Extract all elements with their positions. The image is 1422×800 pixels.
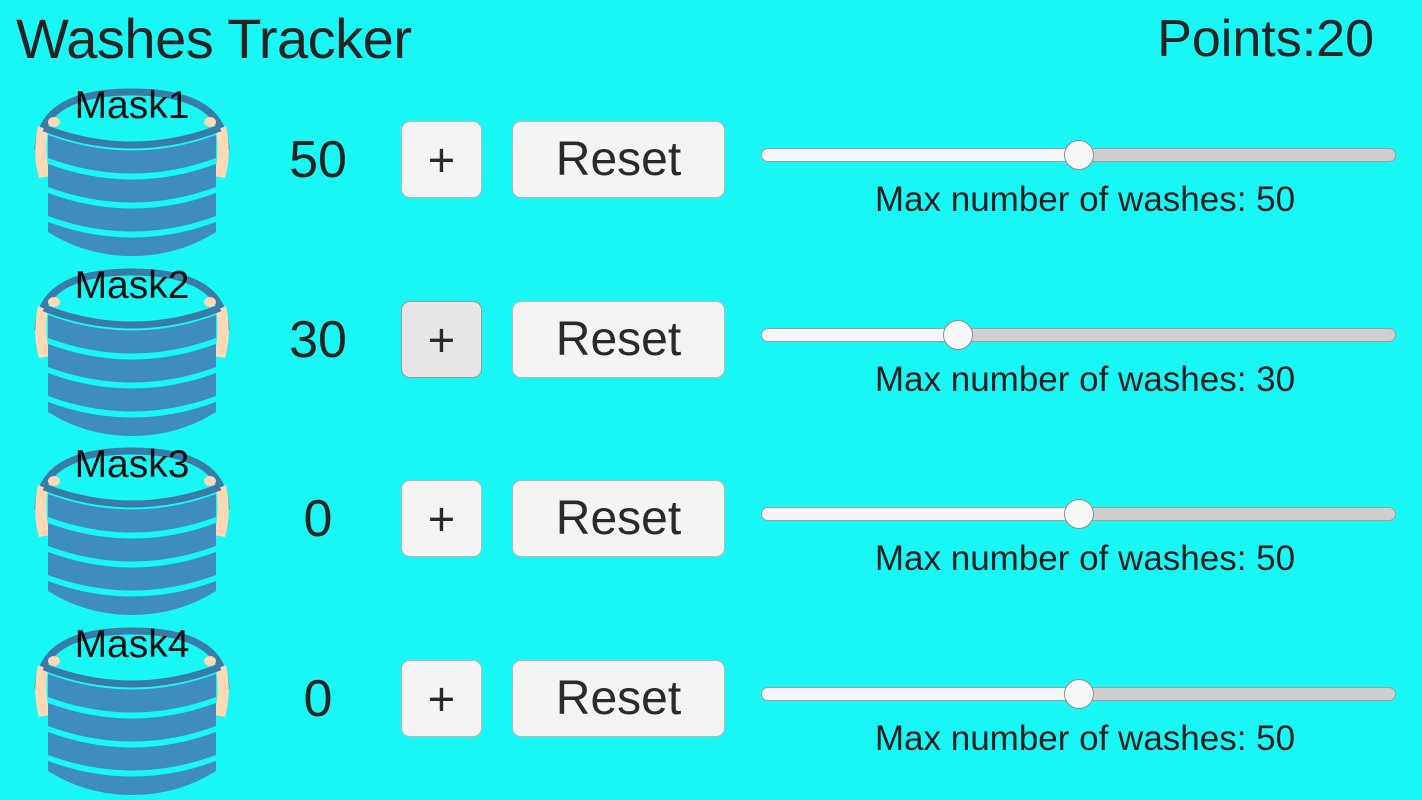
reset-button[interactable]: Reset xyxy=(512,480,725,557)
wash-count-value: 30 xyxy=(289,311,347,369)
wash-count-value: 50 xyxy=(289,131,347,189)
wash-count-value: 0 xyxy=(303,490,333,548)
slider-fill xyxy=(762,149,1079,161)
increment-button[interactable]: + xyxy=(401,121,482,198)
slider-thumb[interactable] xyxy=(1063,140,1094,170)
slider-fill xyxy=(762,329,959,341)
max-washes-caption: Max number of washes: 50 xyxy=(874,539,1296,578)
max-washes-slider-cell: Max number of washes: 30 xyxy=(755,258,1415,437)
slider-thumb[interactable] xyxy=(1063,679,1094,709)
mask-row: Mask2 30 + Reset Max number of washes: 3… xyxy=(0,258,1422,437)
max-washes-slider-cell: Max number of washes: 50 xyxy=(755,78,1415,257)
max-washes-slider-track[interactable] xyxy=(761,328,1396,342)
mask-icon-cell: Mask1 xyxy=(8,78,256,257)
max-washes-caption: Max number of washes: 50 xyxy=(874,180,1296,219)
max-washes-slider-cell: Max number of washes: 50 xyxy=(755,617,1415,796)
slider-fill xyxy=(762,508,1079,520)
reset-button[interactable]: Reset xyxy=(512,301,725,378)
slider-fill xyxy=(762,688,1079,700)
max-washes-caption: Max number of washes: 30 xyxy=(874,360,1296,399)
face-mask-icon xyxy=(34,268,230,436)
mask-icon-cell: Mask3 xyxy=(8,437,256,616)
face-mask-icon xyxy=(34,447,230,615)
max-washes-slider-cell: Max number of washes: 50 xyxy=(755,437,1415,616)
face-mask-icon xyxy=(34,627,230,795)
mask-row: Mask4 0 + Reset Max number of washes: 50 xyxy=(0,617,1422,796)
page-title: Washes Tracker xyxy=(16,7,412,70)
increment-button[interactable]: + xyxy=(401,660,482,737)
slider-thumb[interactable] xyxy=(942,320,973,350)
increment-button[interactable]: + xyxy=(401,480,482,557)
wash-count-value: 0 xyxy=(303,670,333,728)
points-counter: Points:20 xyxy=(1157,10,1374,68)
mask-row: Mask3 0 + Reset Max number of washes: 50 xyxy=(0,437,1422,616)
mask-row: Mask1 50 + Reset Max number of washes: 5… xyxy=(0,78,1422,257)
app-header: Washes Tracker Points:20 xyxy=(0,0,1422,78)
reset-button[interactable]: Reset xyxy=(512,660,725,737)
mask-icon-cell: Mask2 xyxy=(8,258,256,437)
face-mask-icon xyxy=(34,88,230,256)
increment-button[interactable]: + xyxy=(401,301,482,378)
reset-button[interactable]: Reset xyxy=(512,121,725,198)
mask-icon-cell: Mask4 xyxy=(8,617,256,796)
slider-thumb[interactable] xyxy=(1063,499,1094,529)
max-washes-caption: Max number of washes: 50 xyxy=(874,719,1296,758)
